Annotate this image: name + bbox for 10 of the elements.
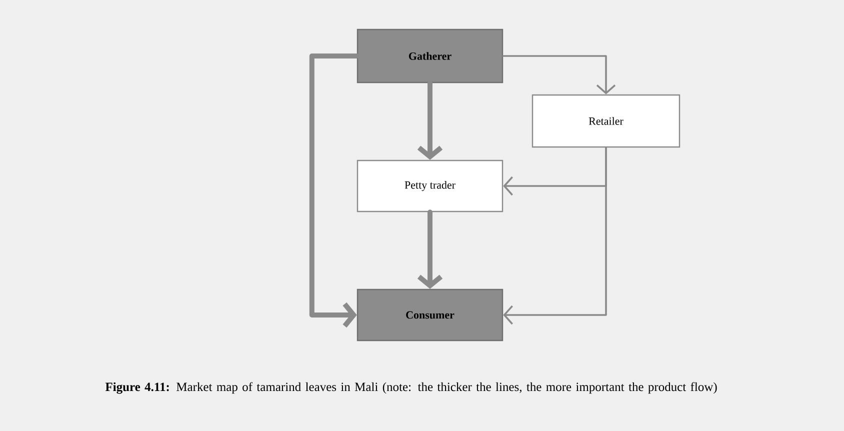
arrow <box>502 55 616 94</box>
caption: Figure 4.11: Market map of tamarind leaves in Mali (note: the thicker the lines, the more important the product flow) <box>105 382 717 394</box>
arrow <box>503 146 607 325</box>
process-box: Consumer <box>356 288 504 342</box>
arrow <box>417 210 443 289</box>
process-box: Petty trader <box>356 160 504 212</box>
arrow <box>417 80 443 160</box>
arrow <box>309 54 360 328</box>
process-box: Gatherer <box>356 28 504 84</box>
process-box: Retailer <box>532 94 680 148</box>
